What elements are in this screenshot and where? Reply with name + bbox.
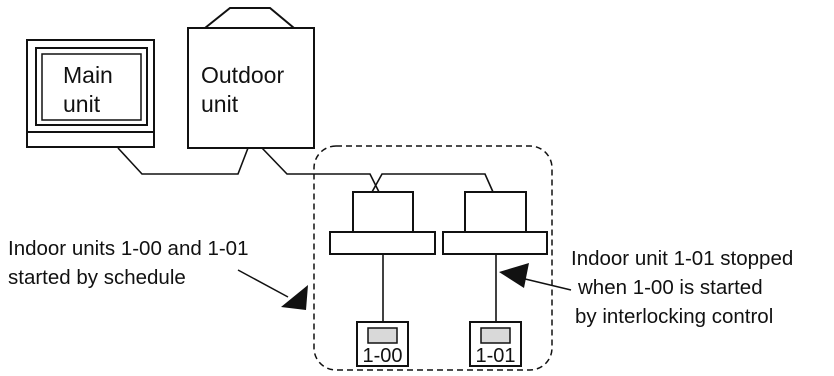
right-annotation-line3: by interlocking control: [575, 305, 773, 328]
remote-controller-1-01-display: [480, 327, 511, 344]
main-unit: Main unit: [26, 39, 155, 148]
left-annotation: Indoor units 1-00 and 1-01 started by sc…: [8, 237, 308, 310]
left-annotation-line2: started by schedule: [8, 266, 186, 289]
right-annotation-line1: Indoor unit 1-01 stopped: [571, 247, 793, 270]
indoor-unit-1-01-upper: [464, 191, 527, 233]
left-annotation-line1: Indoor units 1-00 and 1-01: [8, 237, 248, 260]
indoor-unit-1-00: [329, 191, 436, 255]
main-unit-screen: [41, 53, 142, 121]
indoor-link-wire: [371, 173, 494, 193]
right-annotation-line2: when 1-00 is started: [577, 276, 763, 299]
outdoor-unit: Outdoor unit: [187, 7, 315, 149]
remote-controller-1-00-label: 1-00: [362, 345, 402, 367]
main-unit-base: [26, 131, 155, 148]
indoor-unit-1-00-lower: [329, 231, 436, 255]
main-unit-label-line1: Main: [63, 62, 113, 88]
outdoor-unit-top: [204, 7, 295, 29]
remote-controller-1-00: 1-00: [356, 321, 409, 367]
outdoor-indoor-wire: [261, 147, 380, 193]
outdoor-unit-label-line2: unit: [201, 91, 239, 117]
left-pointer-line: [237, 269, 289, 298]
outdoor-unit-label-line1: Outdoor: [201, 62, 284, 88]
remote-controller-1-00-display: [367, 327, 398, 344]
remote-controller-1-01: 1-01: [469, 321, 522, 367]
main-unit-label-line2: unit: [63, 91, 101, 117]
indoor-unit-1-01-lower: [442, 231, 548, 255]
wiring: [117, 147, 497, 322]
right-pointer-line: [520, 277, 572, 291]
right-annotation: Indoor unit 1-01 stopped when 1-00 is st…: [499, 247, 793, 328]
right-arrowhead: [499, 263, 529, 288]
main-outdoor-wire: [117, 147, 249, 175]
indoor-unit-1-00-upper: [352, 191, 414, 233]
outdoor-unit-body: [187, 27, 315, 149]
group-boundary: [313, 145, 553, 371]
left-arrowhead: [281, 285, 308, 310]
indoor-unit-1-01: [442, 191, 548, 255]
remote-controller-1-01-body: [469, 321, 522, 367]
remote-controller-1-01-label: 1-01: [475, 345, 515, 367]
